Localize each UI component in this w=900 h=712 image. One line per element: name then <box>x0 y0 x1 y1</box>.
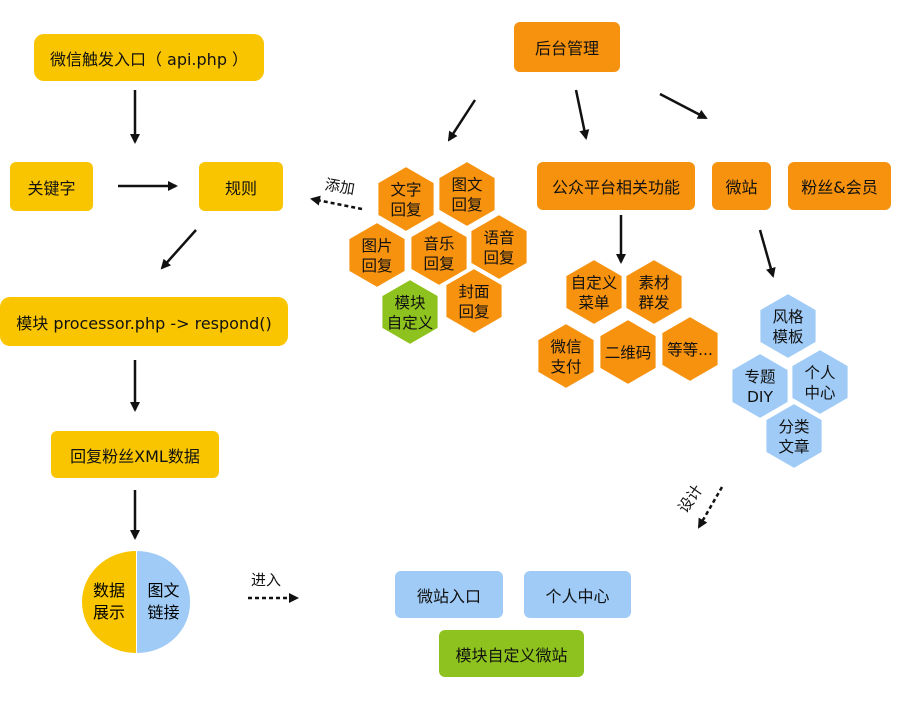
hex-text-label: 回复 <box>390 201 421 219</box>
enter-edge-label: 进入 <box>251 571 282 589</box>
fans-member-node: 粉丝&会员 <box>788 162 891 210</box>
hex-mass-label: 群发 <box>638 294 669 312</box>
hex-image-label: 图片 <box>361 237 392 255</box>
microsite-node: 微站 <box>712 162 771 210</box>
module-site-node: 模块自定义微站 <box>439 630 584 677</box>
arrow-backend-to-replies <box>447 99 477 142</box>
hex-mass-label: 素材 <box>638 274 669 292</box>
hex-category <box>764 401 824 471</box>
hex-diy-label: DIY <box>747 388 774 406</box>
hex-qrcode-label: 二维码 <box>605 344 652 362</box>
circle-left-line1: 数据 <box>92 581 125 600</box>
hex-pay-label: 支付 <box>550 358 581 376</box>
arrow-microsite-to-hexes <box>758 229 776 278</box>
hex-category-label: 文章 <box>778 438 809 456</box>
circle-right-line2: 链接 <box>147 603 180 622</box>
circle-right-line1: 图文 <box>147 581 180 600</box>
hex-voice <box>469 212 529 282</box>
hex-cover <box>444 266 504 336</box>
hex-etc-label: 等等... <box>667 341 713 359</box>
hex-image-label: 回复 <box>361 257 392 275</box>
hex-image <box>347 220 407 290</box>
hex-cover-label: 封面 <box>458 283 489 301</box>
hex-center-label: 个人 <box>804 364 835 382</box>
site-entry-node: 微站入口 <box>395 571 503 618</box>
keyword-node: 关键字 <box>10 162 93 211</box>
hex-category-label: 分类 <box>778 418 809 436</box>
hex-pay <box>536 321 596 391</box>
hex-qrcode <box>598 317 658 387</box>
hex-module <box>380 277 440 347</box>
hex-center-label: 中心 <box>804 384 835 402</box>
user-center-node: 个人中心 <box>524 571 631 618</box>
circle-left-line2: 展示 <box>92 603 125 622</box>
hex-center <box>790 347 850 417</box>
hex-diy-label: 专题 <box>744 368 775 386</box>
hex-voice-label: 语音 <box>483 229 514 247</box>
hex-news <box>437 159 497 229</box>
arrow-backend-to-platform <box>574 89 590 140</box>
hex-module-label: 模块 <box>394 294 425 312</box>
rule-node: 规则 <box>199 162 283 211</box>
backend-admin-node: 后台管理 <box>514 22 620 72</box>
platform-features-node: 公众平台相关功能 <box>537 162 695 210</box>
hex-news-label: 图文 <box>451 176 482 194</box>
hex-module-label: 自定义 <box>387 314 434 332</box>
hex-pay-label: 微信 <box>550 338 581 356</box>
hex-music-label: 回复 <box>423 255 454 273</box>
hex-menu-label: 菜单 <box>578 294 609 312</box>
hex-style <box>758 291 818 361</box>
hex-mass <box>624 257 684 327</box>
module-processor-node: 模块 processor.php -> respond() <box>0 297 288 346</box>
hex-menu-label: 自定义 <box>571 274 618 292</box>
data-display-circle: 数据 展示 图文 链接 <box>82 551 190 653</box>
hex-music-label: 音乐 <box>423 235 454 253</box>
hex-diy <box>730 351 790 421</box>
arrow-backend-to-microsite <box>659 92 708 120</box>
hex-cover-label: 回复 <box>458 303 489 321</box>
arrow-add-dashed <box>310 195 363 211</box>
hex-etc <box>660 314 720 384</box>
hex-news-label: 回复 <box>451 196 482 214</box>
hex-music <box>409 218 469 288</box>
hex-text-label: 文字 <box>390 181 421 199</box>
wechat-entry-node: 微信触发入口（ api.php ） <box>34 34 264 81</box>
hex-menu <box>564 257 624 327</box>
hex-text <box>376 164 436 234</box>
hex-style-label: 风格 <box>772 308 804 326</box>
hex-voice-label: 回复 <box>483 249 514 267</box>
arrow-design-dashed <box>697 486 724 529</box>
hex-style-label: 模板 <box>772 328 803 346</box>
arrow-rule-to-module <box>160 229 197 270</box>
reply-xml-node: 回复粉丝XML数据 <box>51 431 219 478</box>
